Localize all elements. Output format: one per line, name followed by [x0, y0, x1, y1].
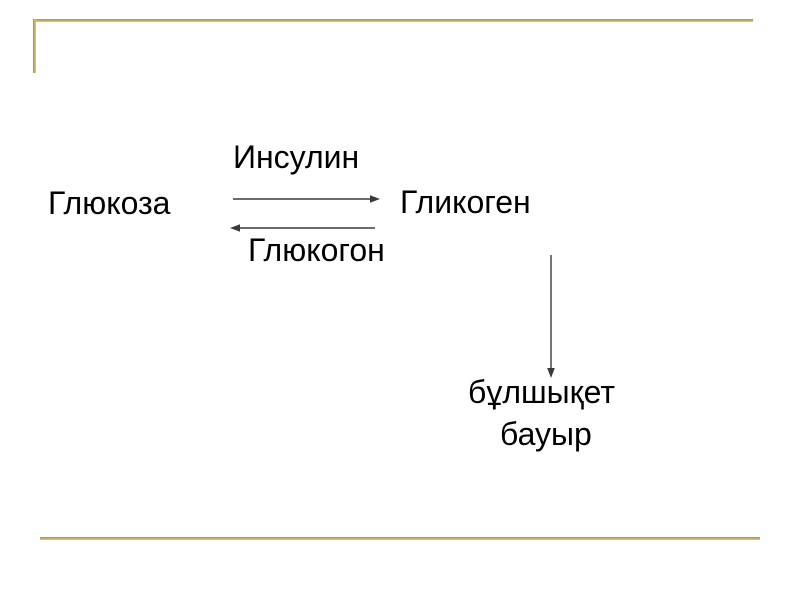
label-muscle: бұлшықет [468, 374, 616, 410]
forward-arrowhead-icon [370, 195, 380, 203]
top-accent-line [33, 19, 753, 22]
reverse-arrowhead-icon [230, 224, 240, 232]
corner-accent-line [33, 19, 36, 73]
label-insulin: Инсулин [233, 139, 360, 175]
bottom-accent-line [40, 537, 760, 540]
down-arrow-glycogen-to-tissues [547, 255, 555, 378]
label-glucagon: Глюкогон [248, 232, 385, 268]
label-glycogen: Гликоген [400, 184, 531, 220]
label-liver: бауыр [500, 416, 592, 452]
label-glucose: Глюкоза [48, 185, 171, 221]
forward-arrow-glucose-to-glycogen [233, 195, 380, 203]
reverse-arrow-glycogen-to-glucose [230, 224, 375, 232]
